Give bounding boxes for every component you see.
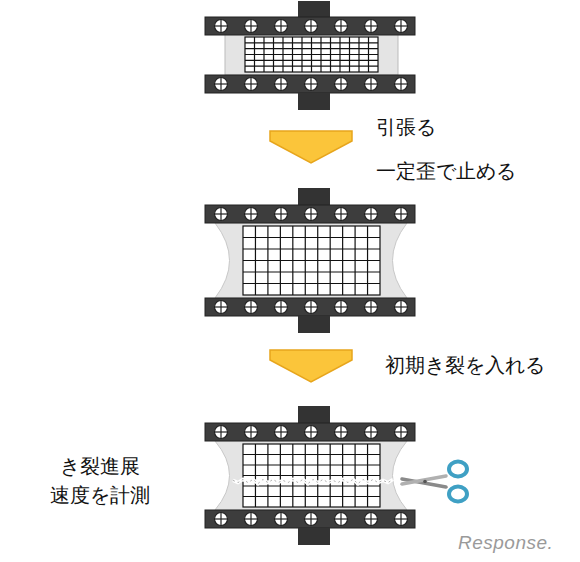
grip-tab: [298, 528, 330, 545]
clamp-bar: [205, 510, 415, 528]
screw-symbol: [395, 426, 408, 439]
screw-symbol: [245, 426, 258, 439]
screw-symbol: [395, 513, 408, 526]
screw-symbol: [365, 426, 378, 439]
screw-symbol: [395, 20, 408, 33]
screw-symbol: [215, 513, 228, 526]
grip-tab: [298, 188, 330, 205]
screw-symbol: [215, 78, 228, 91]
grip-tab: [298, 1, 330, 18]
grid-lines: [243, 226, 380, 295]
screw-symbol: [245, 301, 258, 314]
screw-symbol: [305, 301, 318, 314]
screw-symbol: [275, 301, 288, 314]
screw-symbol: [305, 78, 318, 91]
step-label: 引張る: [376, 115, 436, 139]
screw-symbol: [215, 208, 228, 221]
screw-symbol: [215, 301, 228, 314]
rubber-specimen: [225, 34, 398, 75]
screw-symbol: [395, 78, 408, 91]
grip-tab: [298, 93, 330, 110]
screw-symbol: [365, 20, 378, 33]
watermark: Response.: [458, 532, 553, 555]
screw-symbol: [335, 20, 348, 33]
screw-symbol: [305, 208, 318, 221]
specimen-stage: [205, 1, 415, 110]
specimen-stage: [205, 188, 415, 333]
screw-symbol: [335, 426, 348, 439]
grid-lines: [245, 37, 378, 72]
screw-symbol: [305, 513, 318, 526]
screw-symbol: [365, 78, 378, 91]
screw-symbol: [245, 20, 258, 33]
screw-symbol: [335, 513, 348, 526]
screw-symbol: [335, 301, 348, 314]
screw-symbol: [215, 426, 228, 439]
scissors-icon: [402, 462, 467, 502]
rubber-specimen: [215, 441, 407, 510]
screw-symbol: [275, 208, 288, 221]
step-label: 初期き裂を入れる: [385, 353, 545, 377]
screw-symbol: [305, 426, 318, 439]
rubber-specimen: [215, 223, 407, 298]
crack-edge: [233, 479, 393, 483]
clamp-bar: [205, 205, 415, 223]
screw-symbol: [215, 20, 228, 33]
screw-symbol: [275, 78, 288, 91]
step-label: き裂進展 速度を計測: [40, 452, 160, 510]
screw-symbol: [245, 513, 258, 526]
grip-tab: [298, 406, 330, 423]
specimen-stage: [205, 406, 415, 545]
clamp-bar: [205, 298, 415, 316]
screw-symbol: [305, 20, 318, 33]
step-arrow: [270, 131, 352, 163]
step-label: 一定歪で止める: [376, 159, 516, 183]
screw-symbol: [395, 301, 408, 314]
grid-lines: [243, 444, 380, 507]
screw-symbol: [275, 426, 288, 439]
crack-line: [233, 479, 393, 483]
screw-symbol: [335, 78, 348, 91]
screw-symbol: [395, 208, 408, 221]
screw-symbol: [275, 20, 288, 33]
clamp-bar: [205, 423, 415, 441]
screw-symbol: [335, 208, 348, 221]
step-arrow: [270, 350, 352, 382]
screw-symbol: [365, 301, 378, 314]
screw-symbol: [365, 208, 378, 221]
screw-symbol: [275, 513, 288, 526]
screw-symbol: [365, 513, 378, 526]
screw-symbol: [245, 78, 258, 91]
screw-symbol: [245, 208, 258, 221]
grip-tab: [298, 316, 330, 333]
clamp-bar: [205, 75, 415, 93]
clamp-bar: [205, 17, 415, 35]
